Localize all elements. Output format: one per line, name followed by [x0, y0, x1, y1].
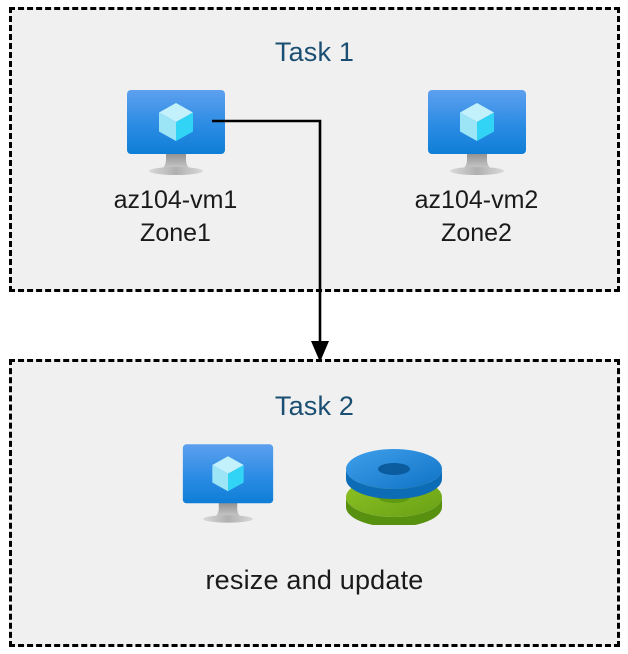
task-1-title: Task 1 — [274, 37, 355, 67]
task-1-container: Task 1 — [9, 7, 620, 292]
task-2-title: Task 2 — [274, 391, 355, 421]
node-az104-vm1[interactable]: az104-vm1 Zone1 — [59, 89, 292, 250]
virtual-machine-icon — [126, 90, 225, 175]
node-label-az104-vm2: az104-vm2 Zone2 — [414, 186, 539, 247]
node-managed-disks[interactable] — [334, 447, 454, 525]
managed-disks-icon — [346, 449, 442, 525]
node-label-az104-vm1: az104-vm1 Zone1 — [113, 186, 238, 247]
node-az104-vm2[interactable]: az104-vm2 Zone2 — [360, 89, 593, 250]
virtual-machine-icon — [427, 90, 526, 175]
virtual-machine-icon — [182, 444, 273, 523]
task-2-container: Task 2 — [9, 359, 620, 647]
node-virtual-machine-task2[interactable] — [134, 442, 321, 524]
task-2-caption: resize and update — [205, 565, 424, 595]
